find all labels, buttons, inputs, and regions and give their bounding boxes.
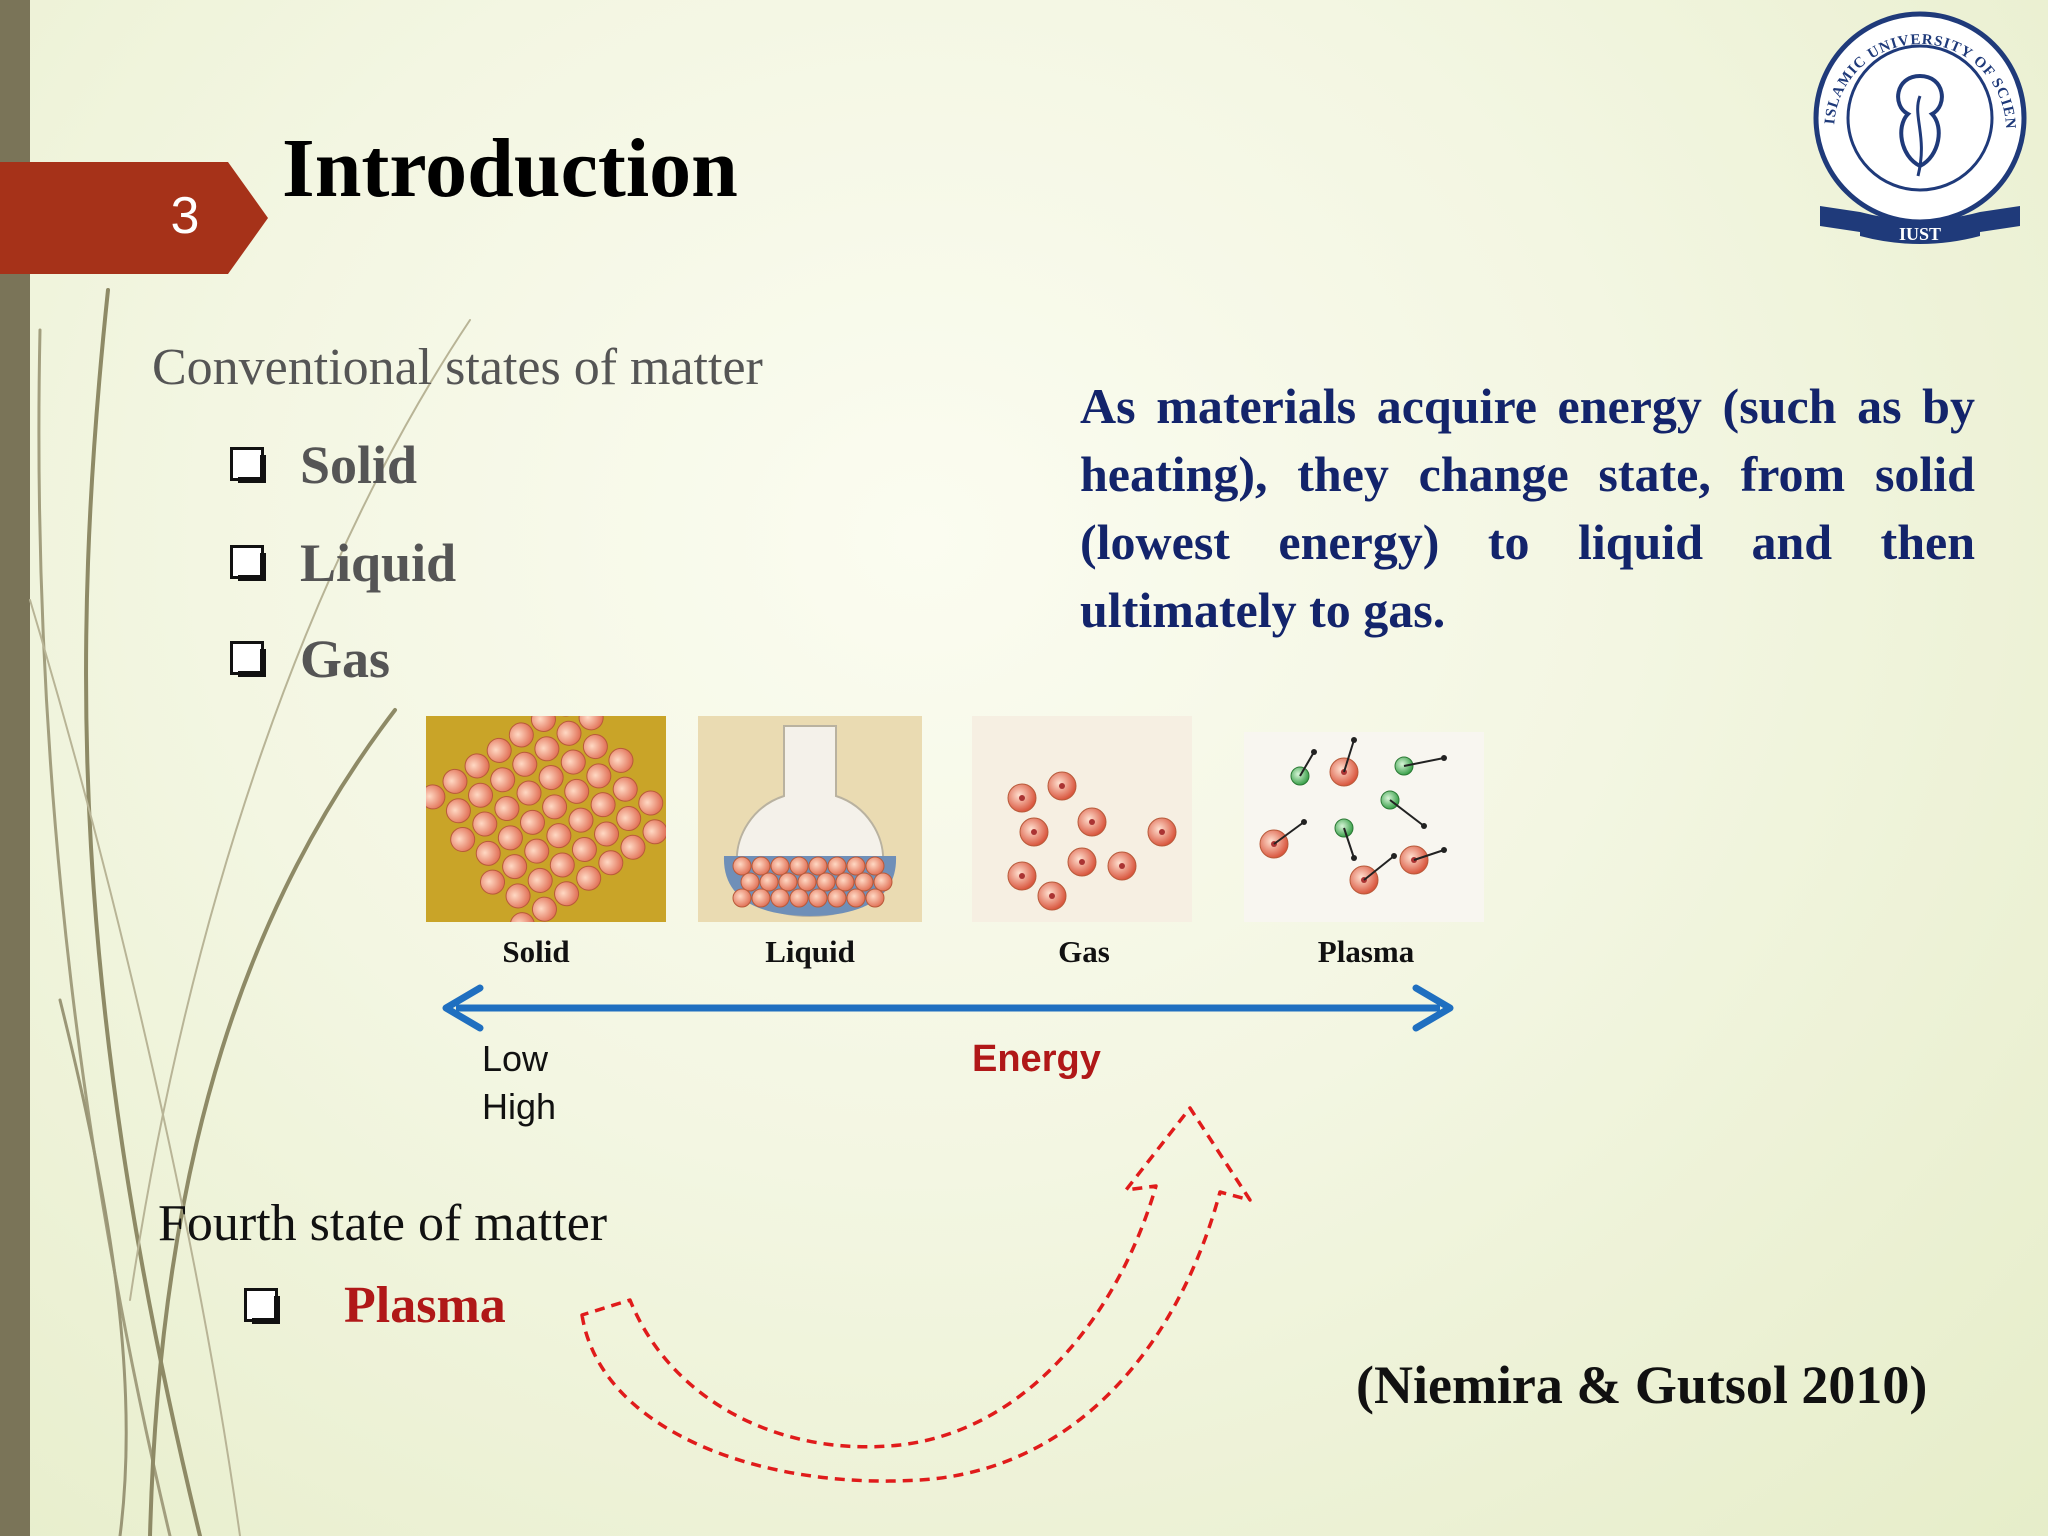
list-item-solid: Solid	[230, 434, 417, 496]
solid-particles-image	[426, 716, 666, 922]
description-paragraph: As materials acquire energy (such as by …	[1080, 378, 1975, 638]
seal-banner-text: IUST	[1899, 224, 1941, 244]
list-item-plasma: Plasma	[244, 1276, 506, 1335]
fourth-state-heading: Fourth state of matter	[158, 1195, 608, 1252]
plasma-particles-image	[1244, 732, 1484, 922]
axis-high-label: High	[482, 1086, 557, 1127]
slide-number-tab	[0, 162, 268, 274]
diagram-label-liquid: Liquid	[765, 934, 855, 969]
list-item-label: Solid	[300, 435, 418, 495]
dashed-curved-arrow-icon	[580, 1106, 1252, 1483]
list-item-label: Liquid	[300, 533, 457, 593]
conventional-states-heading: Conventional states of matter	[152, 339, 763, 396]
citation: (Niemira & Gutsol 2010)	[1356, 1355, 1928, 1415]
checkbox-bullet-icon	[230, 641, 266, 677]
list-item-label: Gas	[300, 629, 391, 689]
gas-particles-image	[972, 716, 1192, 922]
checkbox-bullet-icon	[230, 447, 266, 483]
slide-number: 3	[170, 187, 200, 245]
university-seal-icon: ISLAMIC UNIVERSITY OF SCIENCE & TECHNOLO…	[1800, 6, 2027, 244]
liquid-flask-image	[698, 716, 922, 922]
diagram-label-plasma: Plasma	[1317, 934, 1415, 969]
list-item-gas: Gas	[230, 628, 390, 690]
energy-axis-label: Energy	[972, 1038, 1101, 1080]
checkbox-bullet-icon	[244, 1287, 280, 1324]
diagram-label-solid: Solid	[502, 934, 570, 969]
energy-double-arrow	[442, 984, 1454, 1032]
checkbox-bullet-icon	[230, 545, 266, 581]
diagram-label-gas: Gas	[1058, 934, 1110, 969]
axis-low-label: Low	[482, 1038, 549, 1079]
slide-title: Introduction	[282, 122, 738, 215]
list-item-liquid: Liquid	[230, 532, 456, 594]
list-item-label: Plasma	[344, 1277, 506, 1334]
